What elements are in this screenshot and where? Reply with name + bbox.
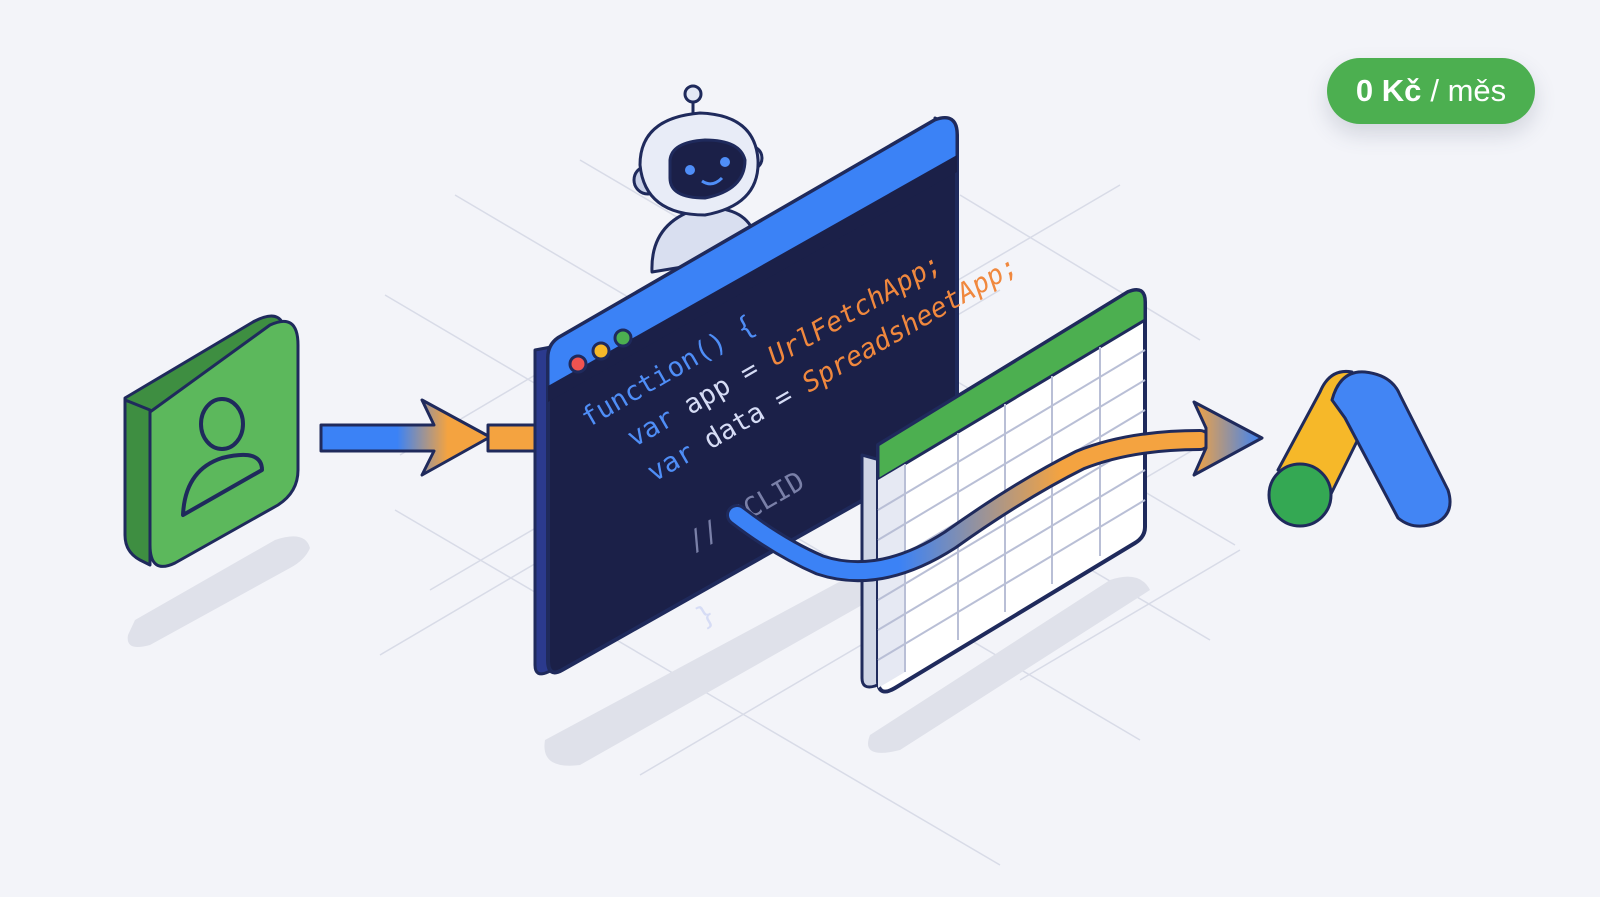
price-unit: / měs [1430, 73, 1507, 108]
window-dots-icon [568, 328, 633, 374]
curved-arrow-to-ads [726, 400, 1264, 583]
user-tile [123, 314, 300, 568]
google-ads-logo [1267, 369, 1452, 528]
price-amount: 0 Kč [1355, 73, 1422, 108]
ground-shadows [127, 536, 1150, 766]
arrow-user-to-script [319, 398, 539, 477]
code-close-brace: } [691, 598, 721, 633]
user-icon [181, 397, 264, 517]
price-badge: 0 Kč / měs [1327, 58, 1535, 124]
code-window: function() { var app = UrlFetchApp; var … [533, 115, 1024, 676]
